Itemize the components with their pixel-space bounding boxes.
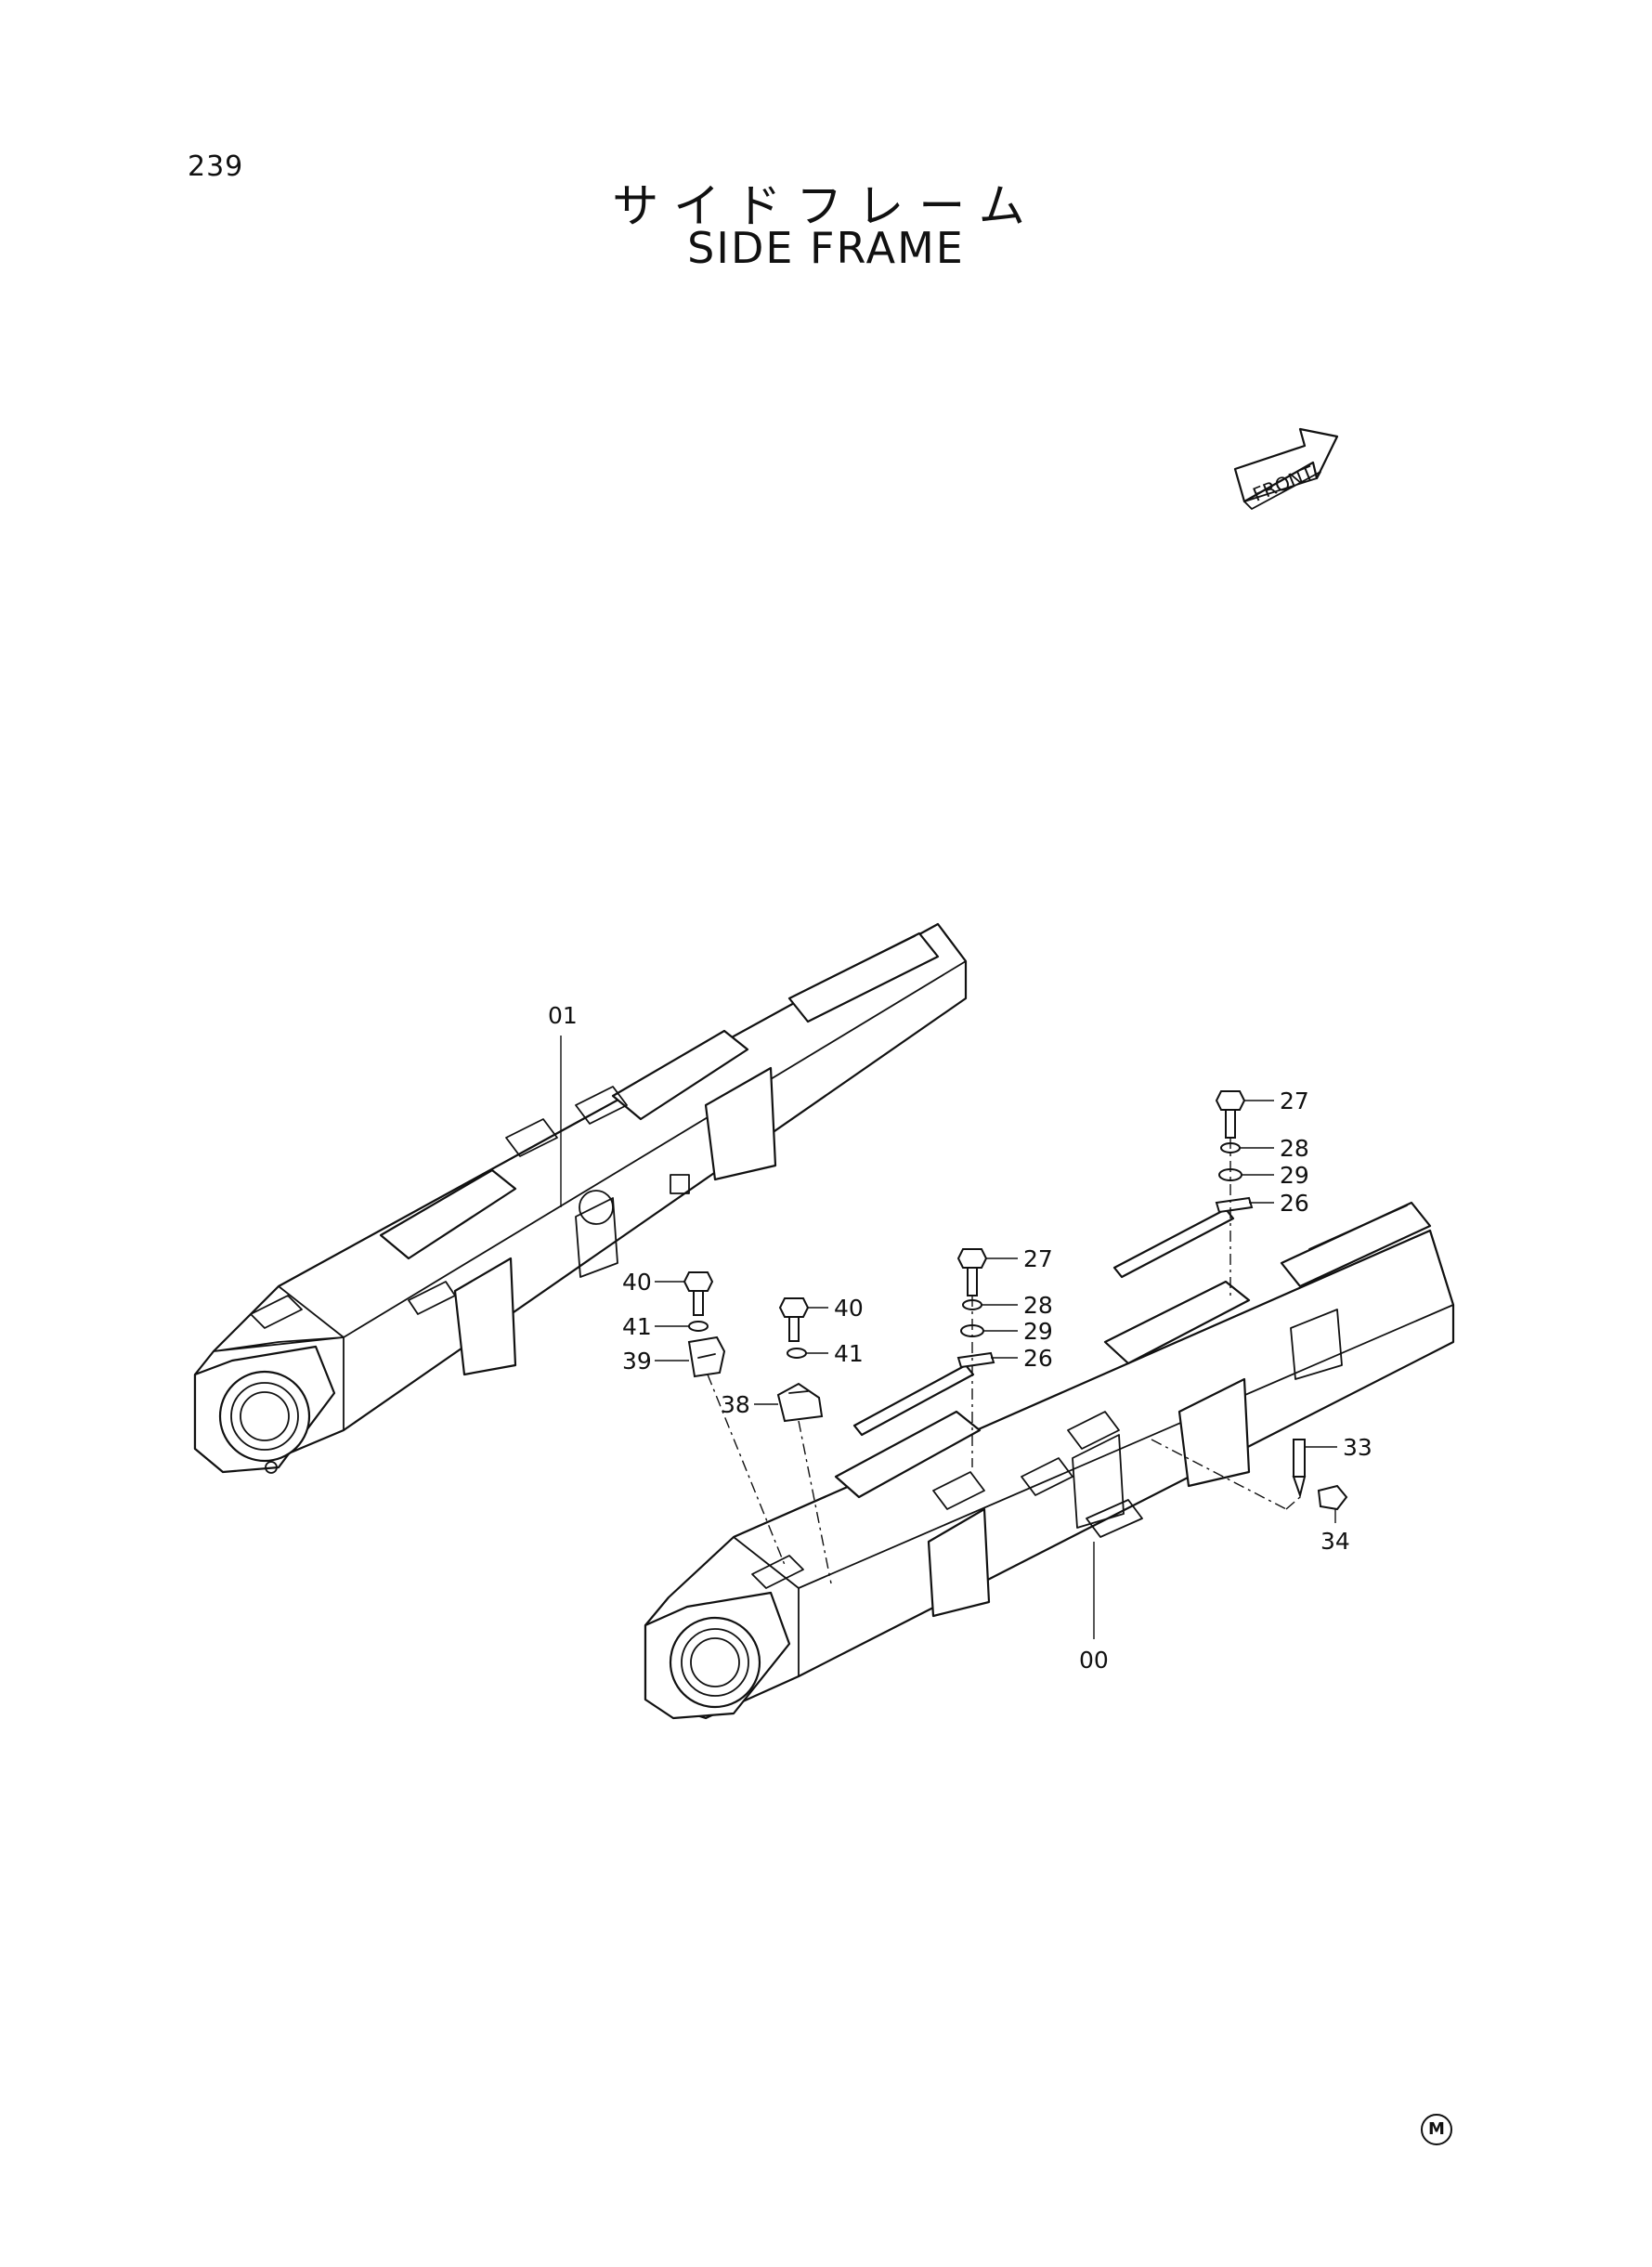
plate-26-upper-icon <box>1215 1196 1254 1214</box>
plate-26-lower-icon <box>956 1351 995 1369</box>
callout-26-lower: 26 <box>1023 1345 1053 1372</box>
bolt-40-right-icon <box>778 1297 810 1342</box>
callout-34: 34 <box>1320 1528 1350 1555</box>
callout-39: 39 <box>622 1348 652 1375</box>
lock-washer-41-left-icon <box>688 1321 709 1332</box>
bolt-27-lower-icon <box>956 1248 988 1296</box>
callout-29-upper: 29 <box>1280 1162 1309 1189</box>
bolt-40-left-icon <box>683 1271 714 1316</box>
callout-38: 38 <box>721 1391 750 1418</box>
side-frame-lower <box>644 1201 1455 1720</box>
callout-41-right: 41 <box>834 1340 864 1367</box>
callout-00: 00 <box>1079 1647 1109 1674</box>
side-frame-upper <box>193 922 968 1474</box>
bolt-27-upper-icon <box>1215 1090 1246 1139</box>
page-title: SIDE FRAME <box>687 223 965 273</box>
pin-33-icon <box>1292 1439 1307 1499</box>
maker-mark-icon: M <box>1421 2114 1452 2145</box>
callout-27-upper: 27 <box>1280 1088 1309 1114</box>
callout-26-upper: 26 <box>1280 1190 1309 1217</box>
callout-41-left: 41 <box>622 1313 652 1340</box>
bracket-38-icon <box>776 1382 824 1423</box>
block-39-icon <box>687 1335 726 1378</box>
callout-40-right: 40 <box>834 1295 864 1322</box>
callout-29-lower: 29 <box>1023 1318 1053 1345</box>
grease-fitting-34-icon <box>1317 1484 1348 1511</box>
callout-33: 33 <box>1343 1434 1372 1461</box>
lock-washer-41-right-icon <box>787 1348 807 1359</box>
callout-01: 01 <box>548 1002 578 1029</box>
front-arrow-icon: FRONT <box>1233 427 1339 510</box>
page-title-japanese: サイドフレーム <box>612 179 1040 233</box>
page-number: 239 <box>188 150 244 183</box>
callout-27-lower: 27 <box>1023 1245 1053 1272</box>
callout-28-upper: 28 <box>1280 1135 1309 1162</box>
callout-40-left: 40 <box>622 1269 652 1296</box>
callout-28-lower: 28 <box>1023 1292 1053 1319</box>
